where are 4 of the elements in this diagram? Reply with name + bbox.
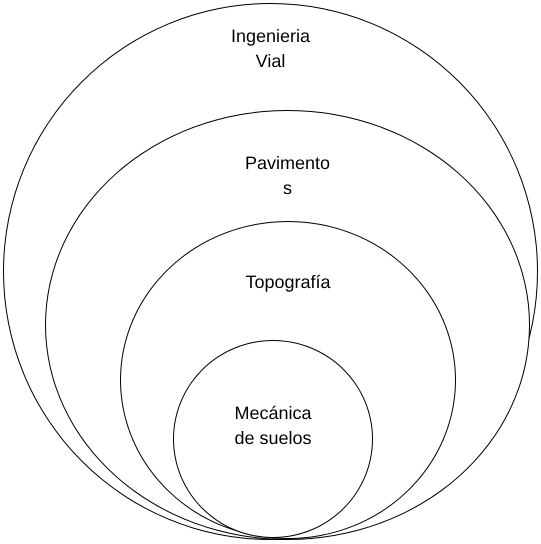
- circle-label: Pavimento s: [244, 152, 332, 200]
- circle-label: Ingenieria Vial: [230, 25, 312, 74]
- circle-label: Topografía: [244, 271, 332, 294]
- circle-label: Mecánica de suelos: [233, 402, 313, 450]
